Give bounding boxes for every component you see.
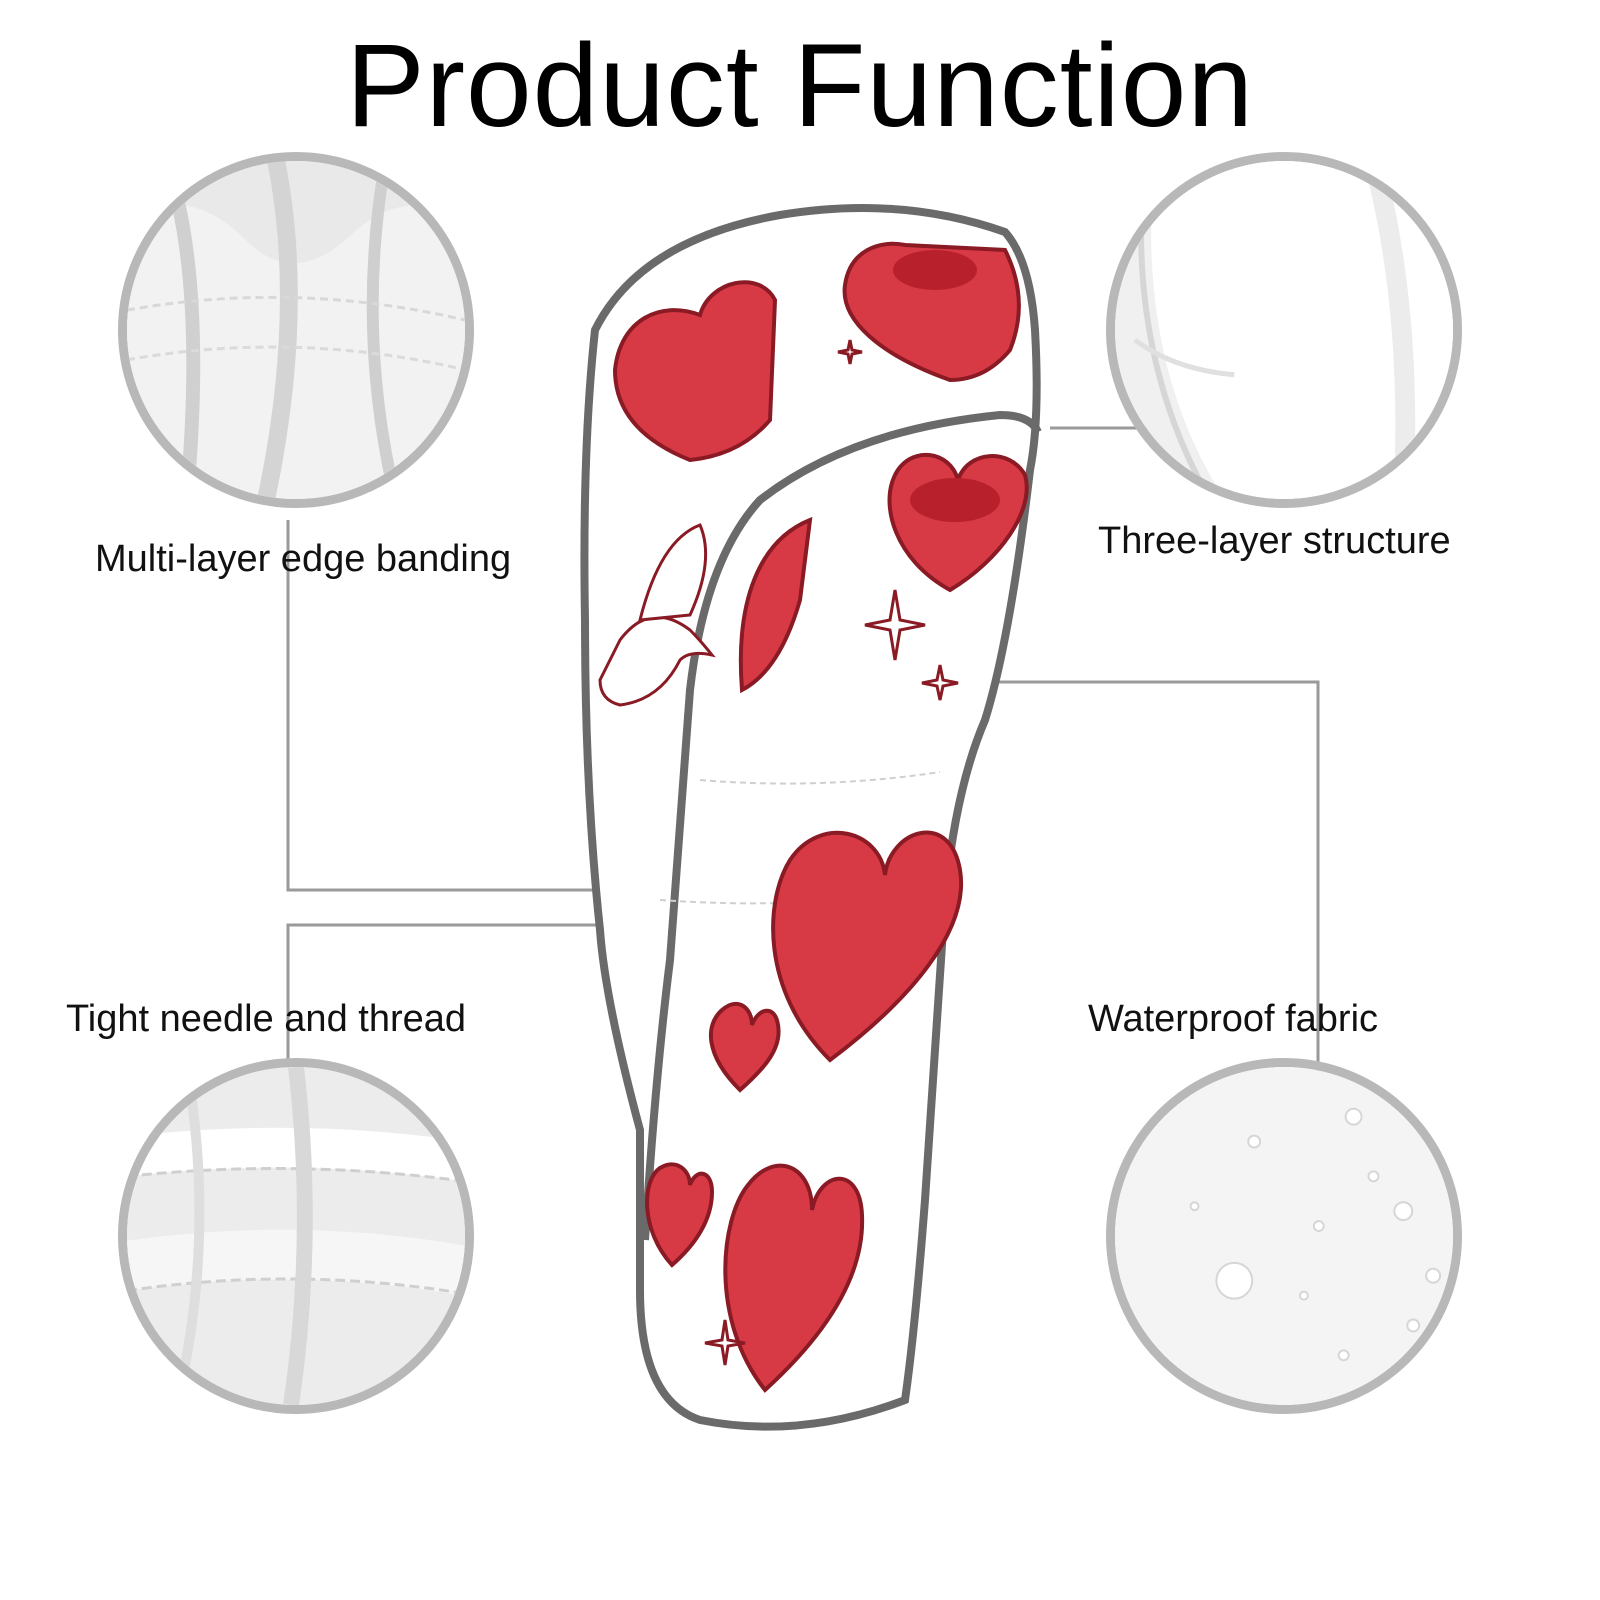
detail-circle-waterproof	[1106, 1058, 1462, 1414]
label-needle-thread: Tight needle and thread	[66, 998, 467, 1040]
detail-circle-three-layer	[1106, 152, 1462, 508]
connector-lines	[286, 426, 1320, 1085]
stitching-texture	[127, 1067, 465, 1405]
label-three-layer: Three-layer structure	[1098, 520, 1451, 562]
label-waterproof: Waterproof fabric	[1088, 998, 1379, 1040]
sparkle-pattern	[704, 339, 959, 1366]
connector-waterproof	[990, 680, 1320, 1085]
detail-circle-needle-thread	[118, 1058, 474, 1414]
label-edge-banding: Multi-layer edge banding	[95, 538, 512, 580]
water-droplet-texture	[1115, 1067, 1453, 1405]
fabric-fold-texture	[127, 161, 465, 499]
connector-needle-thread	[286, 923, 610, 1070]
layer-structure-texture	[1115, 161, 1453, 499]
lips-pattern	[893, 250, 1000, 522]
page-title: Product Function	[345, 20, 1255, 152]
dove-pattern	[598, 523, 716, 707]
detail-circle-edge-banding	[118, 152, 474, 508]
connector-edge-banding	[286, 520, 610, 892]
heart-pattern	[612, 241, 1029, 1393]
